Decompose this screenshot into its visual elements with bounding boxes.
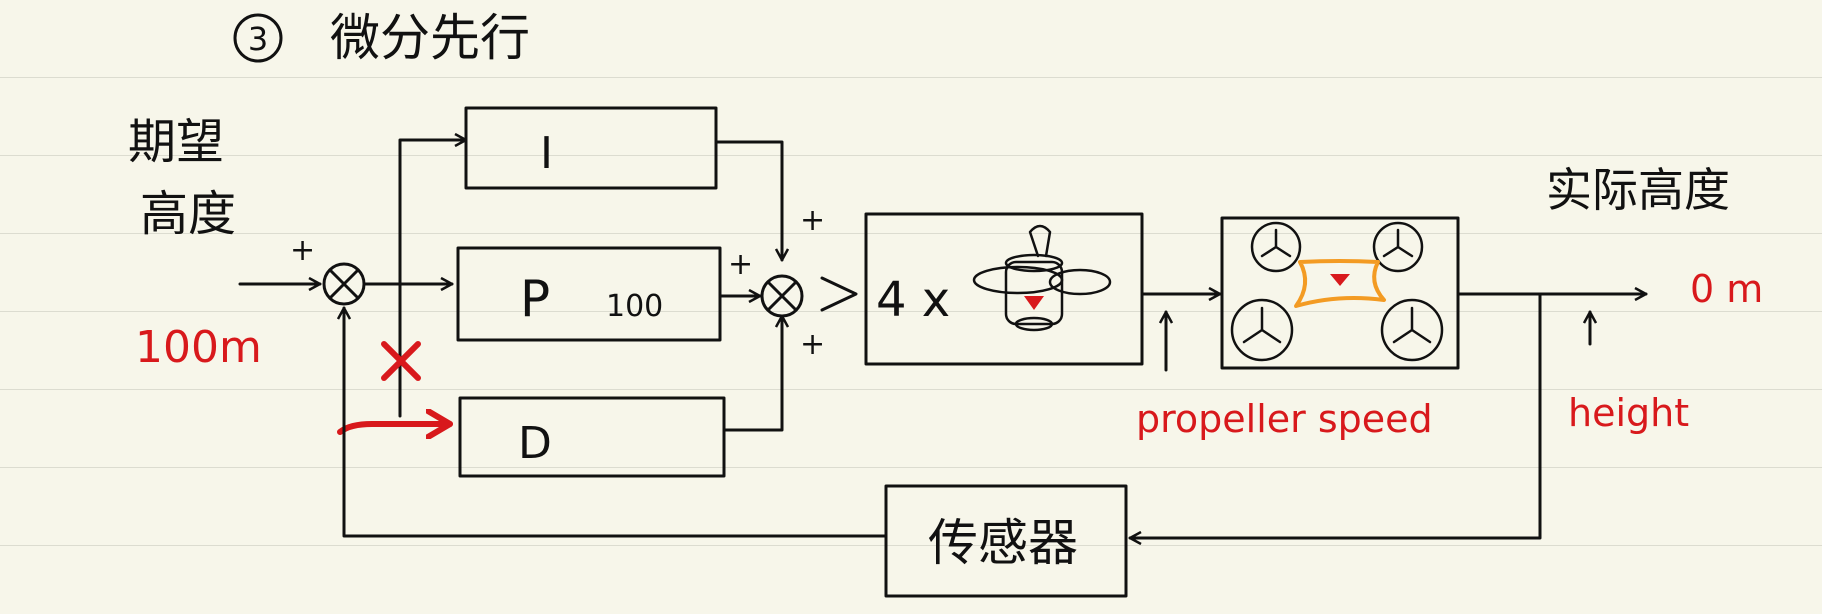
sensor-label: 传感器	[928, 514, 1078, 572]
proportional-gain: 100	[606, 289, 663, 324]
input-value: 100m	[135, 322, 262, 373]
sum1-plus-sign: +	[290, 233, 315, 268]
error-to-i-branch	[398, 140, 468, 418]
derivative-block	[458, 396, 726, 478]
input-label-line1: 期望	[128, 114, 224, 170]
motor-block	[864, 212, 1144, 366]
sum2-plus-left: +	[728, 247, 753, 282]
derivative-label: D	[518, 418, 552, 469]
output-label: 实际高度	[1546, 163, 1730, 217]
proportional-block	[456, 246, 722, 342]
quadcopter-icon	[1230, 221, 1444, 362]
sum2-output-arrow	[820, 276, 858, 312]
title-number-circle	[233, 13, 283, 63]
quadcopter-block	[1220, 216, 1460, 370]
integral-label: I	[540, 128, 553, 179]
proportional-label: P	[520, 270, 550, 328]
sum2-plus-top: +	[800, 203, 825, 238]
feedback-to-d-arrow	[337, 424, 453, 432]
sensor-feedback-arrow	[344, 306, 888, 538]
height-label: height	[1568, 391, 1689, 435]
sensor-block	[884, 484, 1128, 598]
output-value: 0 m	[1690, 267, 1763, 311]
title-number: 3	[248, 20, 268, 58]
input-label-line2: 高度	[140, 186, 236, 242]
feedback-to-sensor-arrow	[1128, 292, 1542, 538]
motor-multiplier: 4 x	[876, 272, 950, 328]
sum2-plus-bottom: +	[800, 327, 825, 362]
summing-junction-1	[322, 262, 366, 306]
d-output-arrow	[722, 314, 782, 432]
summing-junction-2	[760, 274, 804, 318]
title: 3 微分先行	[233, 9, 530, 67]
propeller-speed-label: propeller speed	[1136, 397, 1433, 441]
i-output-arrow	[714, 140, 782, 262]
integral-block	[464, 106, 718, 190]
motor-icon	[972, 224, 1112, 332]
title-text: 微分先行	[330, 9, 530, 67]
cut-connection-mark	[381, 341, 421, 381]
